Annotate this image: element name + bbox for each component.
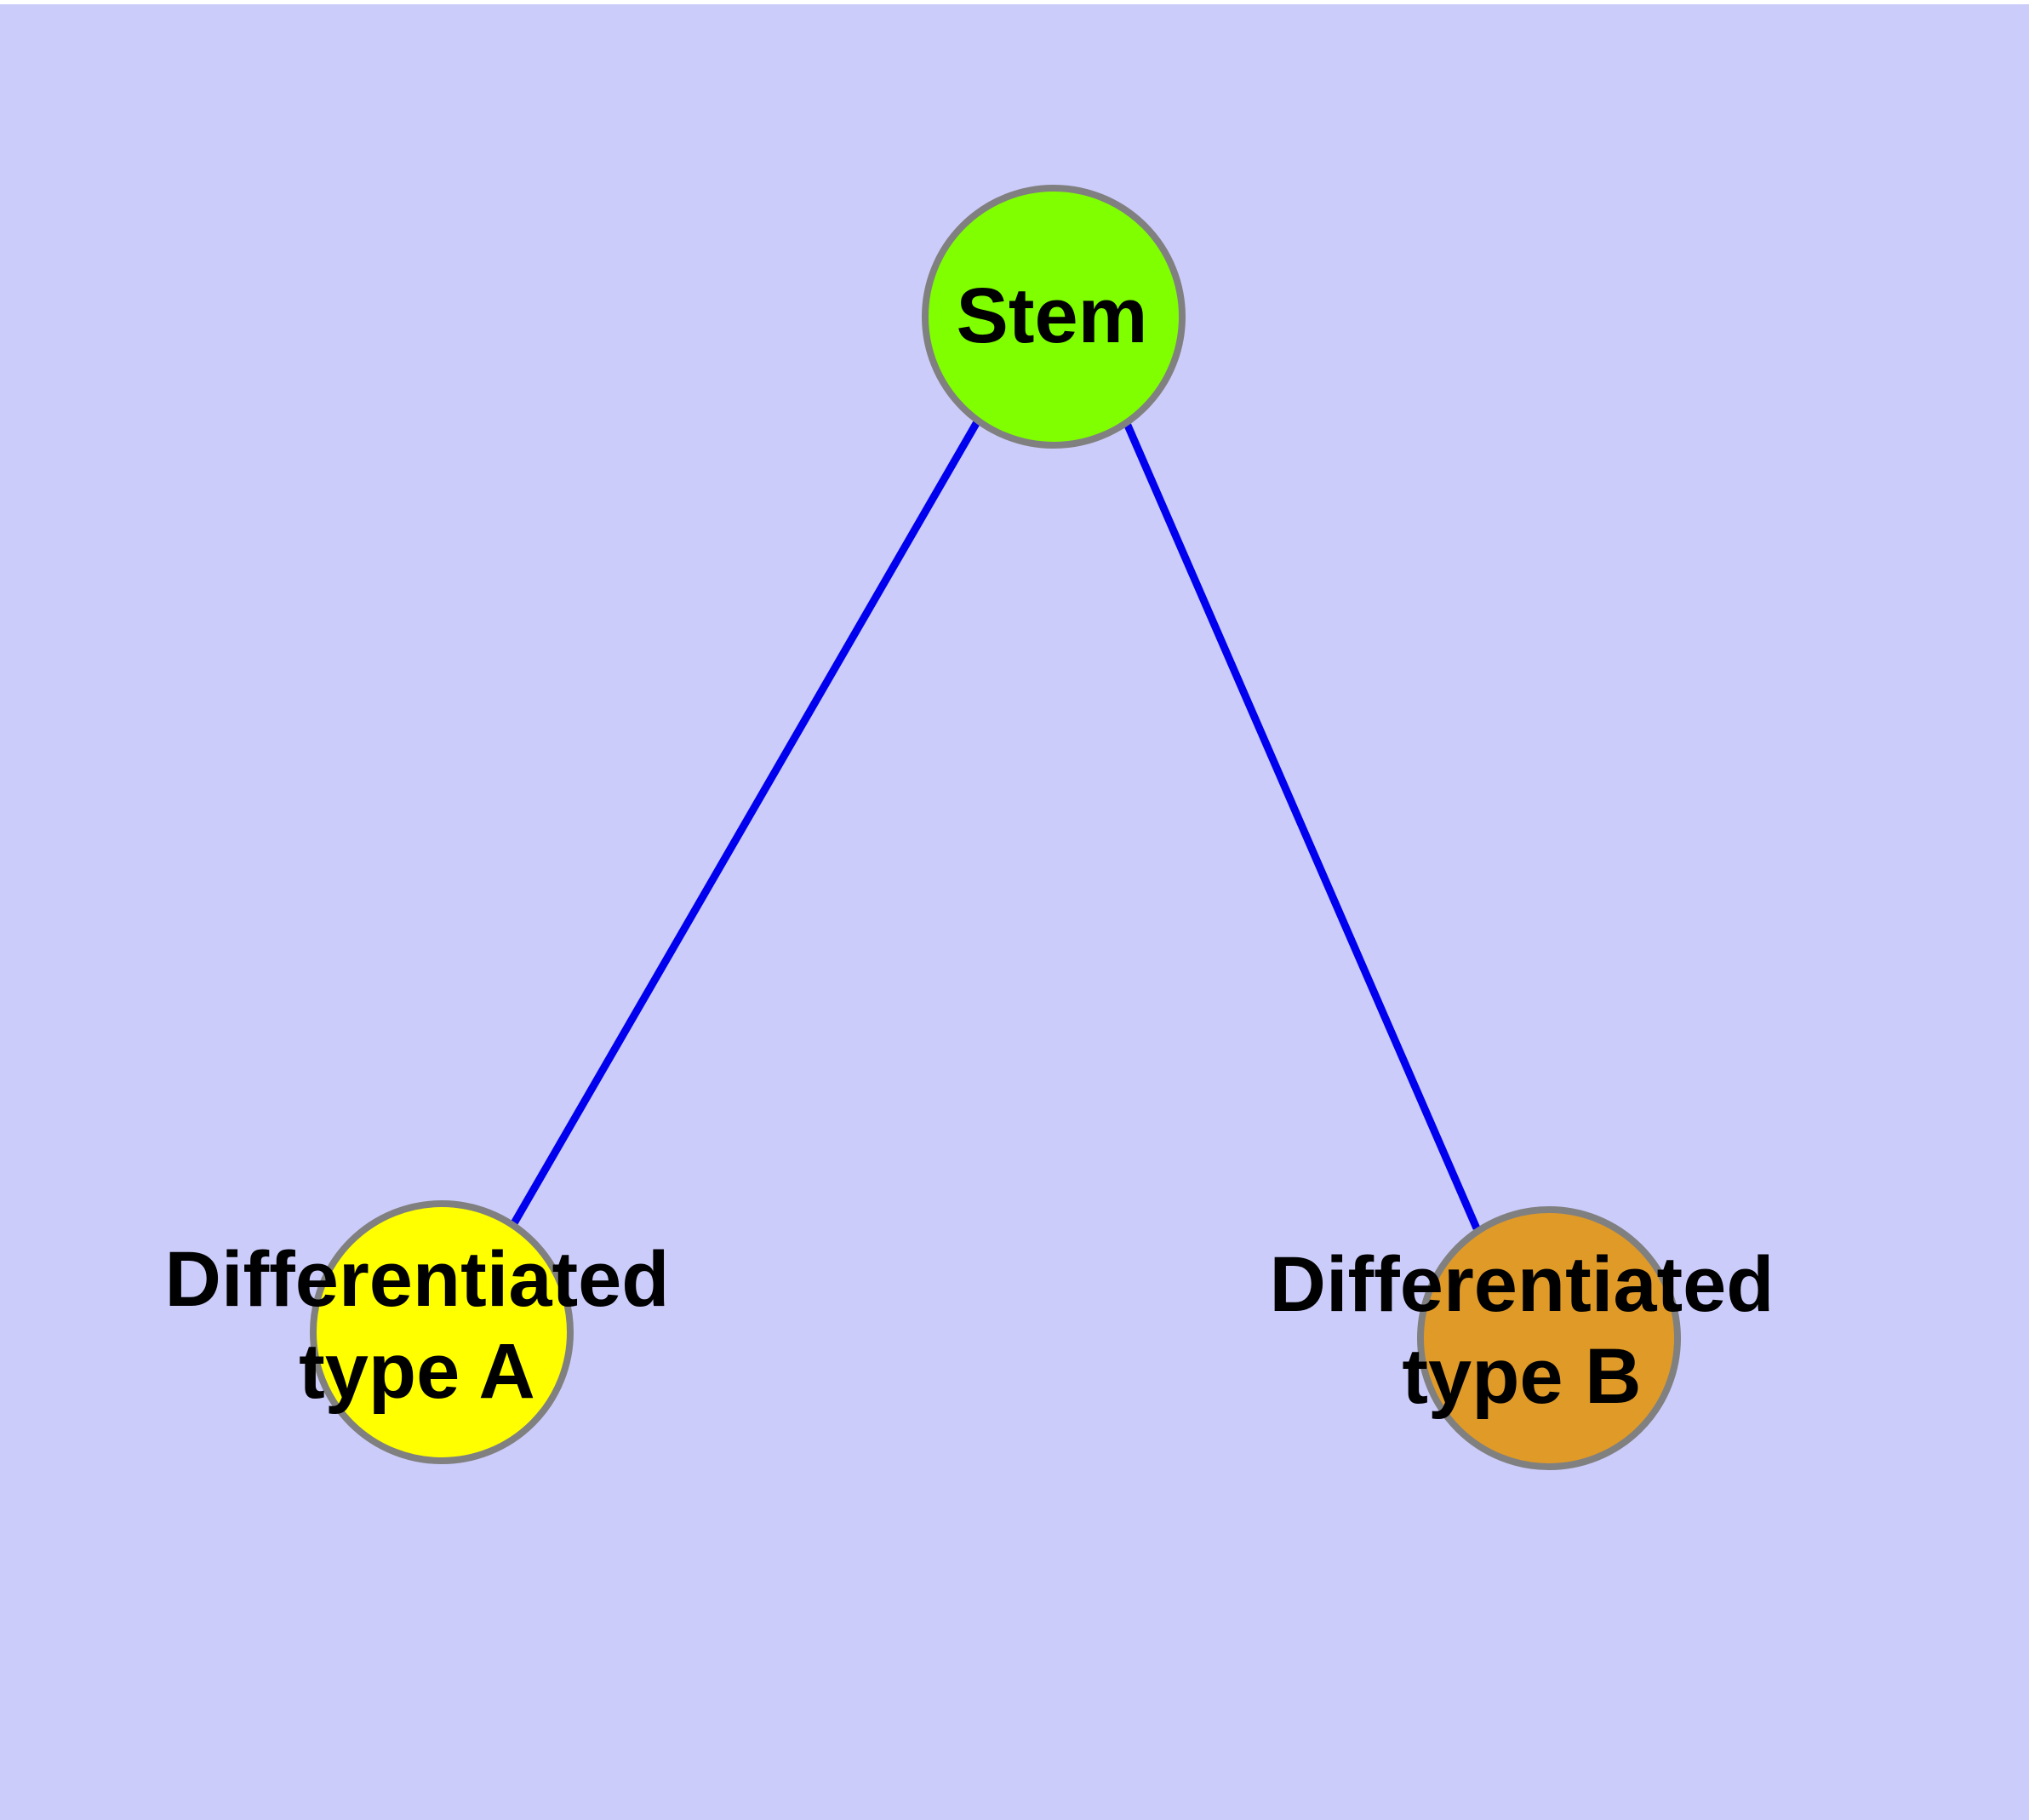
node-circle-stem[interactable] [922,185,1186,449]
node-label-line: type B [1402,1333,1641,1420]
node-label-stem: Stem [957,272,1148,359]
node-label-line: Differentiated [1270,1241,1775,1328]
edge-stem-to-diff-type-a[interactable] [511,418,981,1226]
node-circle-diff-type-b[interactable] [1417,1206,1681,1470]
node-stem[interactable]: Stem [922,185,1186,449]
node-circle-diff-type-a[interactable] [310,1200,574,1464]
node-label-line: type A [299,1328,535,1415]
node-label-line: Differentiated [165,1236,670,1323]
edge-stem-to-diff-type-b[interactable] [1122,420,1481,1230]
node-label-line: Stem [957,272,1148,359]
edges-layer [511,418,1481,1230]
